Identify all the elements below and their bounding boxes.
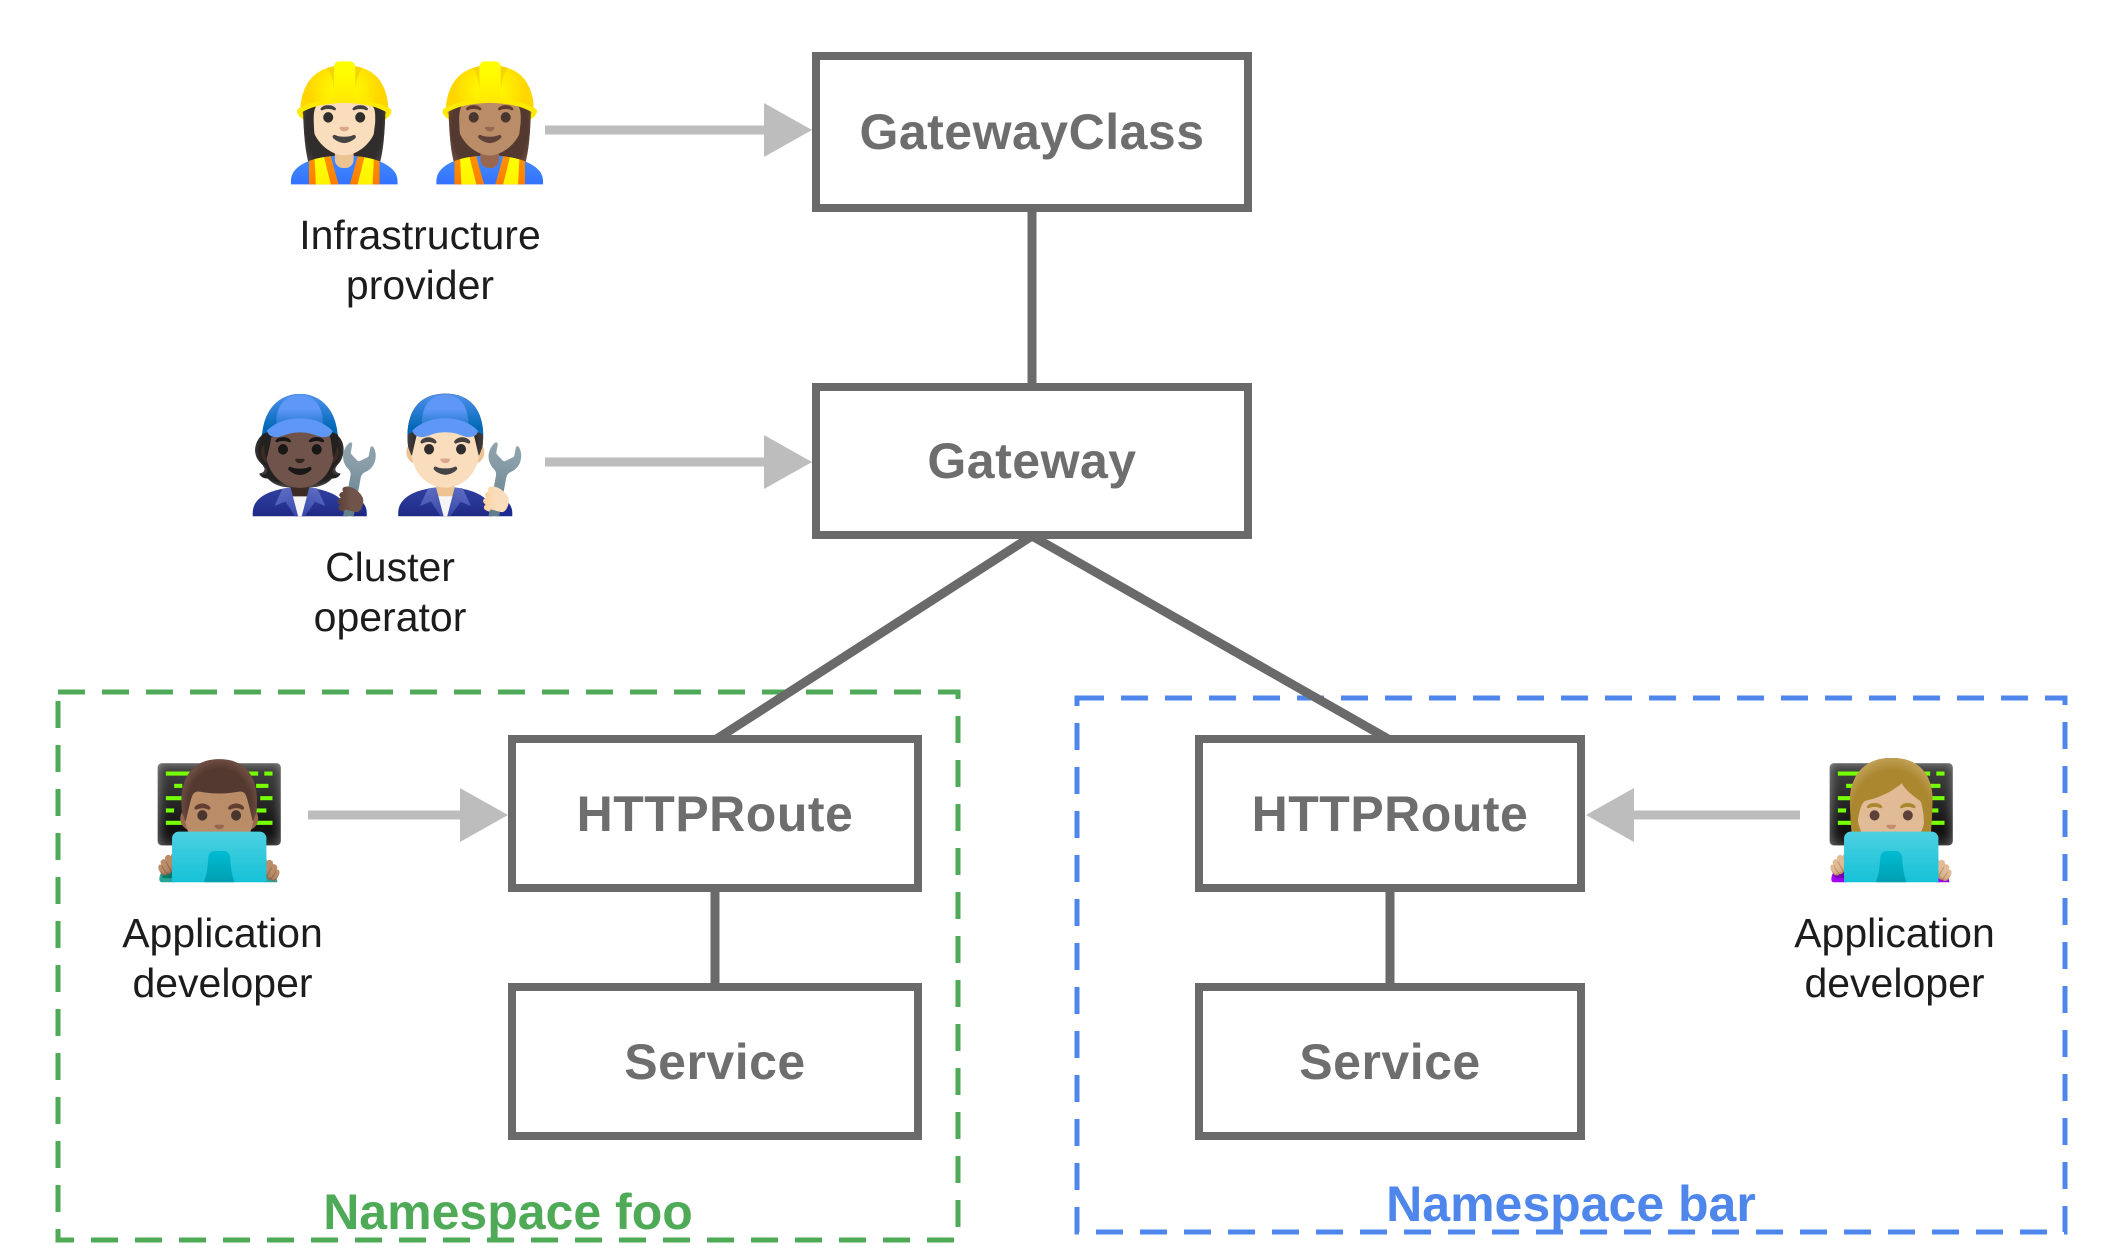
man-technologist-emoji: 👨🏽‍💻 [149,758,296,883]
namespace-bar-boundary [1074,695,2068,1235]
arrow-infrastructure-provider-to-gatewayclass [545,103,812,157]
node-httproute-foo: HTTPRoute [508,735,922,892]
arrow-app-developer-to-httproute-bar [1586,788,1800,842]
node-service-foo: Service [508,983,922,1140]
node-gateway: Gateway [812,383,1252,539]
woman-technologist-emoji: 👩🏼‍💻 [1821,758,1968,883]
edge-gateway-httproute-foo [712,532,1035,744]
app-developer-foo-label: Application developer [122,909,323,1006]
persona-app-developer-bar: 👩🏼‍💻 Application developer [1672,748,2112,1008]
arrow-app-developer-to-httproute-foo [308,788,508,842]
construction-worker-emoji: 👷🏻‍♀️👷🏽‍♀️ [274,60,566,185]
arrow-cluster-operator-to-gateway [545,435,812,489]
node-gatewayclass: GatewayClass [812,52,1252,212]
node-httproute-bar: HTTPRoute [1195,735,1585,892]
persona-infrastructure-provider: 👷🏻‍♀️👷🏽‍♀️ Infrastructure provider [145,50,695,310]
infrastructure-provider-label: Infrastructure provider [299,211,541,308]
persona-app-developer-foo: 👨🏽‍💻 Application developer [0,748,445,1008]
mechanic-emoji: 🧑🏿‍🔧👨🏻‍🔧 [244,392,536,517]
namespace-foo-boundary [55,689,961,1243]
namespace-bar-label: Namespace bar [1386,1176,1756,1232]
persona-cluster-operator: 🧑🏿‍🔧👨🏻‍🔧 Cluster operator [115,382,665,642]
namespace-foo-label: Namespace foo [323,1184,693,1240]
node-service-bar: Service [1195,983,1585,1140]
edge-gateway-httproute-bar [1029,532,1393,744]
app-developer-bar-label: Application developer [1794,909,1995,1006]
cluster-operator-label: Cluster operator [313,543,467,640]
